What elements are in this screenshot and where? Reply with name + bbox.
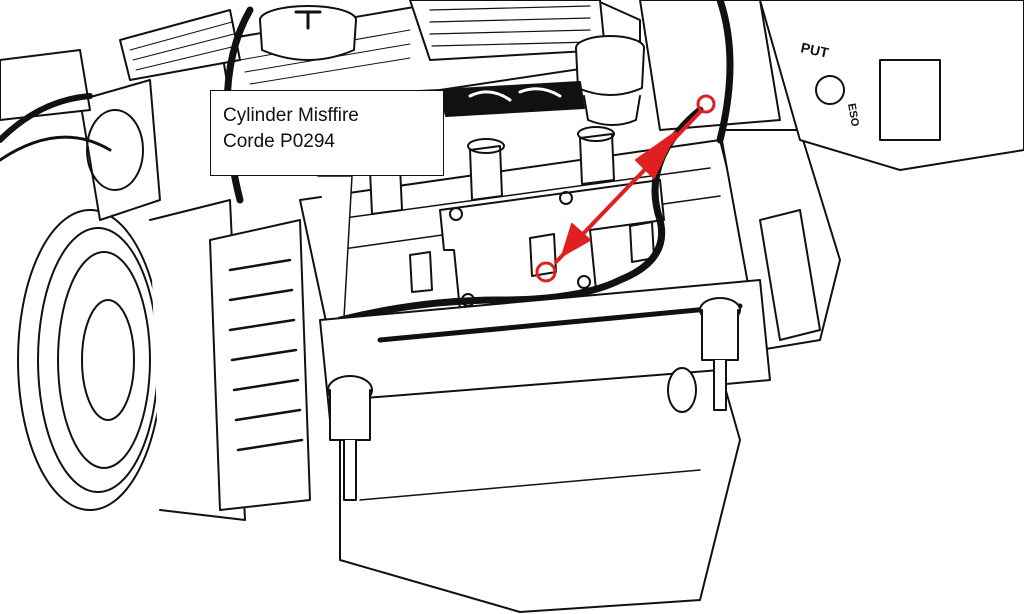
oil-filler-cap: [259, 5, 357, 61]
ignition-coils: [367, 126, 615, 215]
left-housing: [0, 49, 161, 221]
engine-block: [319, 279, 771, 613]
timing-chain-block: [209, 219, 311, 511]
callout-title: Cylinder Misffire: [223, 105, 359, 126]
arrowhead-down: [561, 223, 591, 257]
lower-sensors: [327, 297, 741, 501]
coil-highlight-circle: [535, 261, 557, 283]
diagnostic-callout: Cylinder Misffire Corde P0294: [210, 90, 444, 176]
fault-location-marker: [535, 94, 716, 283]
intake-runners: [439, 81, 585, 117]
callout-leader: [317, 175, 353, 319]
connector-highlight-circle: [696, 94, 716, 114]
callout-code: Corde P0294: [223, 131, 335, 152]
arrowhead-up: [635, 131, 677, 179]
logo-text-side: ESO: [845, 102, 861, 127]
reservoir-cap: [575, 35, 645, 126]
logo-text-top: PUT: [799, 39, 830, 61]
